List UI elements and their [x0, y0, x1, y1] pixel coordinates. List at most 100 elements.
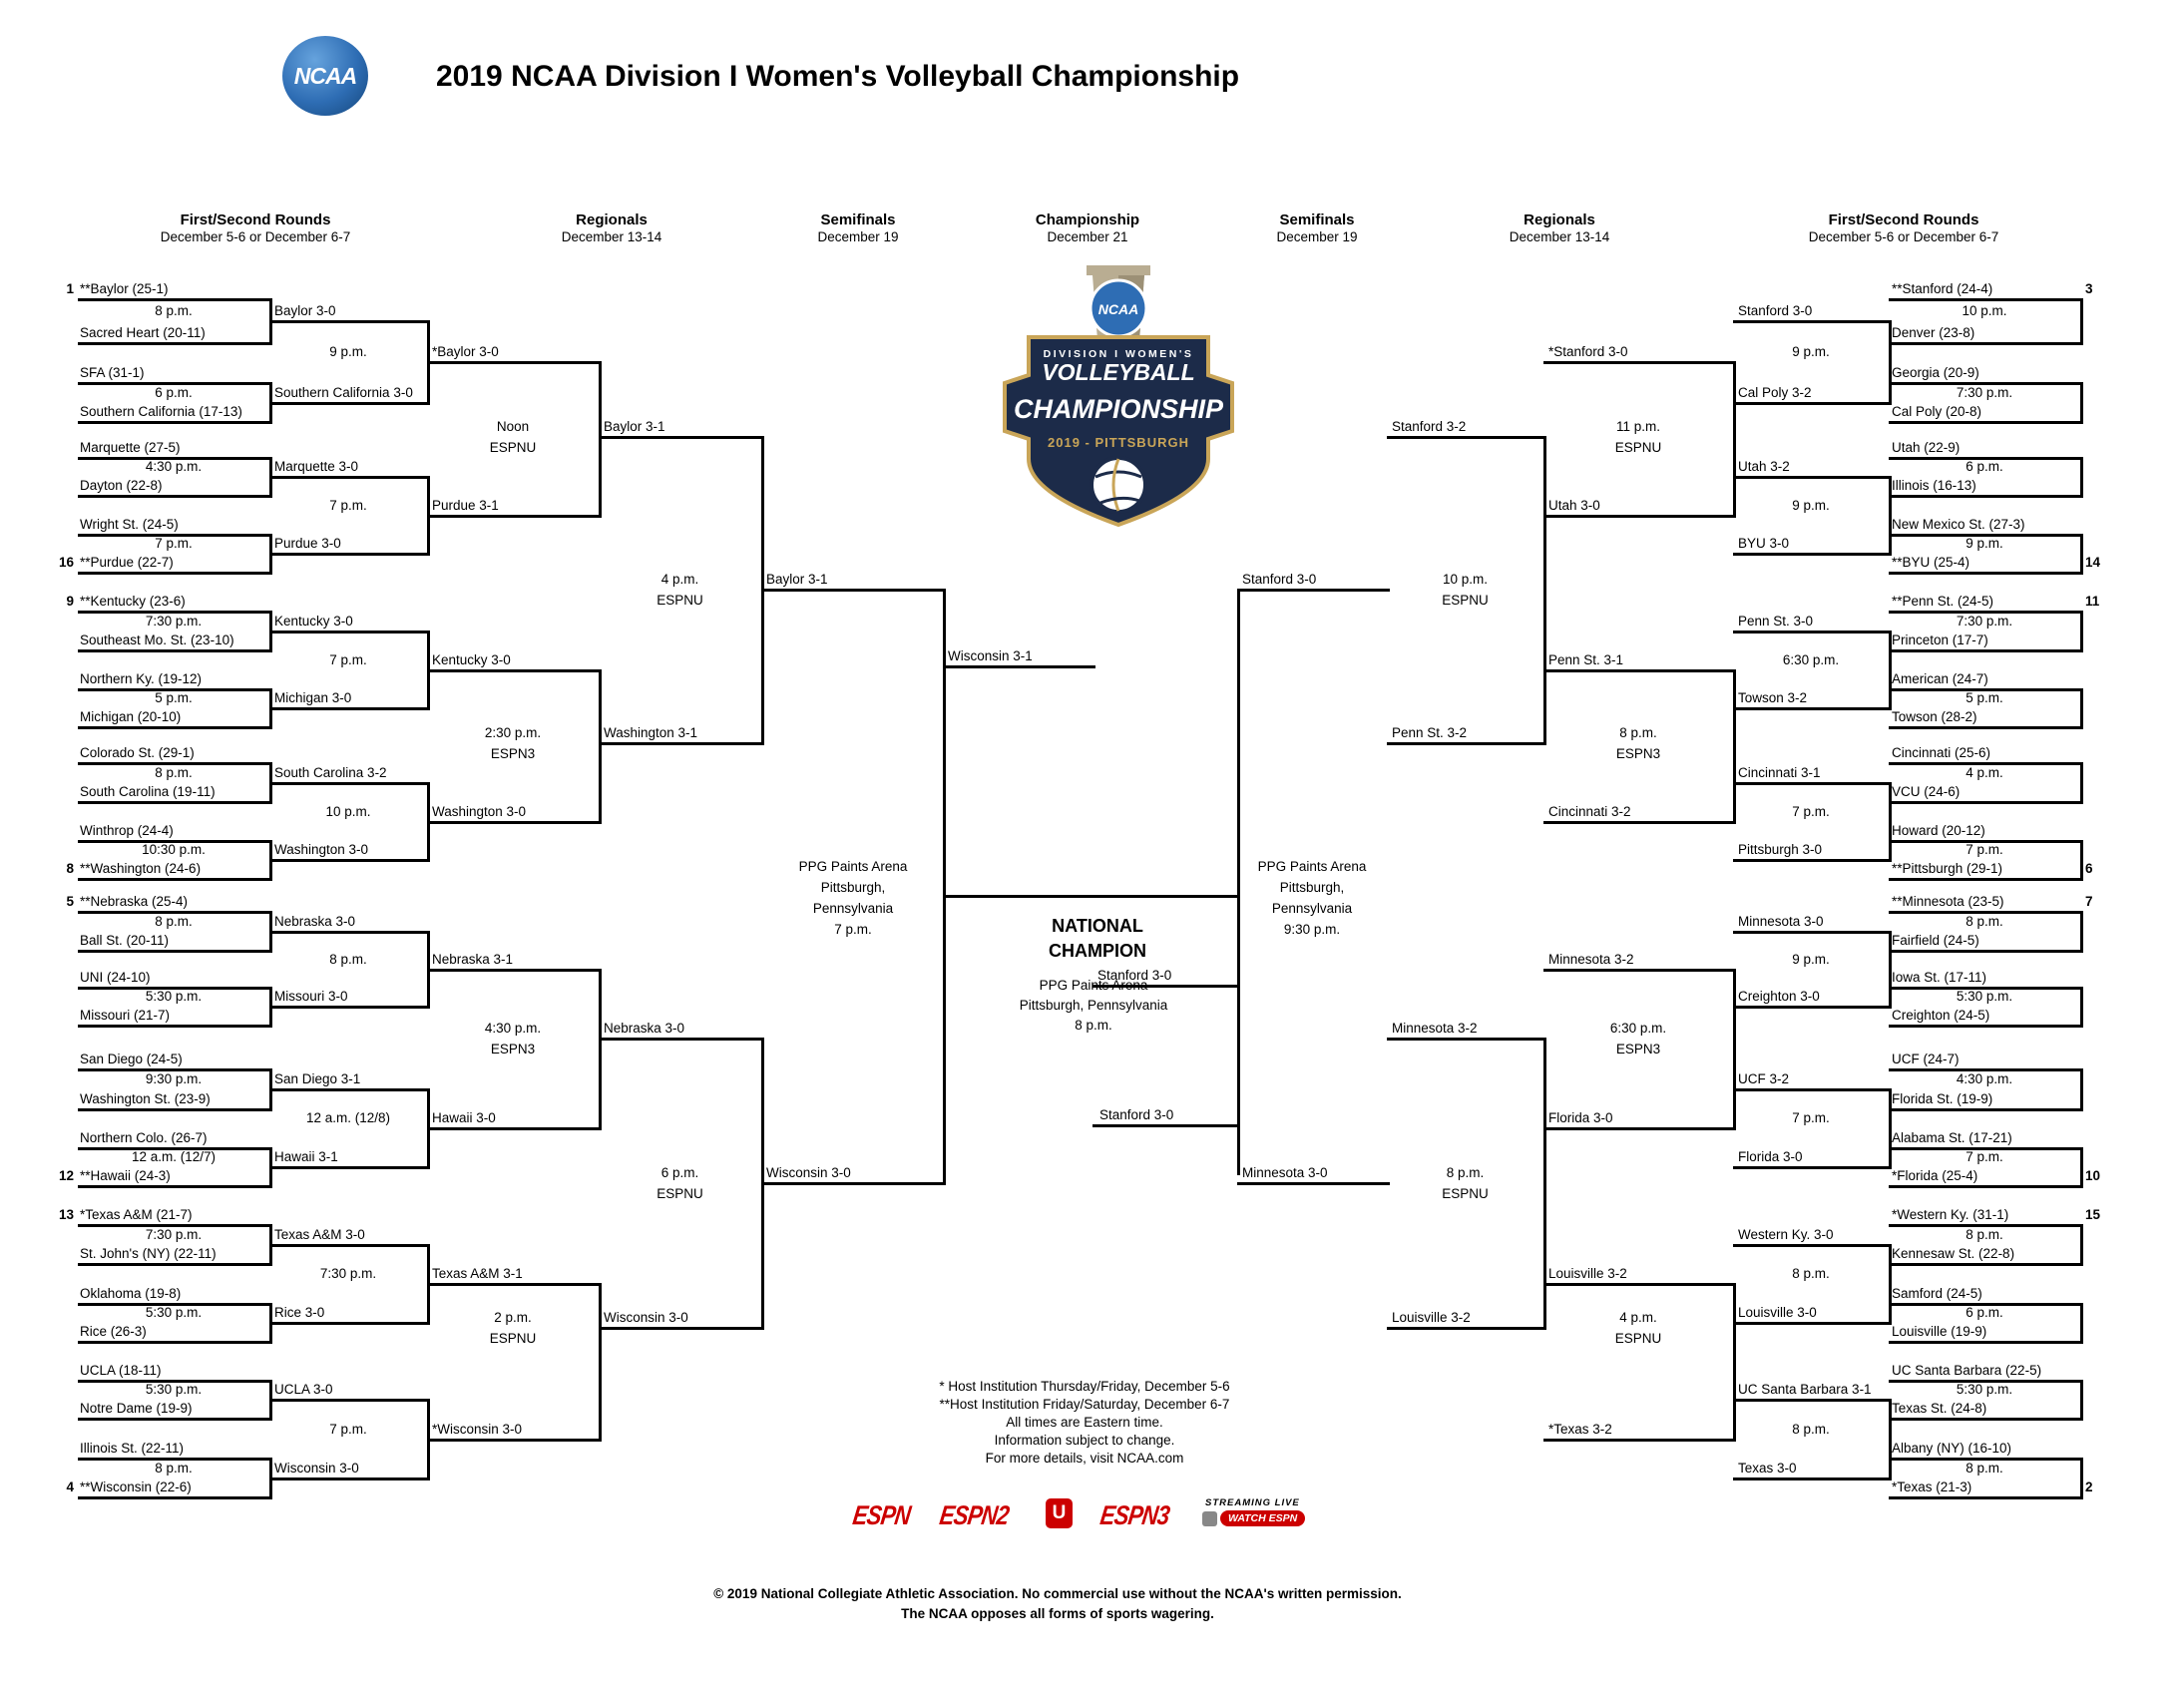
crest-yearcity-text: 2019 - PITTSBURGH: [1048, 435, 1189, 450]
match-connector: [2080, 534, 2083, 575]
match-time-label: 8 p.m.: [1966, 1461, 2003, 1476]
match-network-label: ESPNU: [1614, 1331, 1662, 1346]
espn-logo: ESPN: [850, 1500, 913, 1530]
match-connector: [599, 361, 602, 518]
seed-label: 3: [2085, 281, 2093, 296]
match-network-label: ESPNU: [1442, 593, 1489, 608]
winner-line: [1543, 669, 1736, 672]
match-time-label: 7 p.m.: [155, 536, 193, 551]
seed-label: 6: [2085, 861, 2093, 876]
copyright-line1: © 2019 National Collegiate Athletic Asso…: [713, 1586, 1402, 1601]
column-date-regionals-left: December 13-14: [561, 229, 662, 244]
winner-label: Purdue 3-1: [432, 498, 499, 513]
seed-label: 15: [2085, 1207, 2101, 1222]
page-title: 2019 NCAA Division I Women's Volleyball …: [436, 60, 1240, 93]
match-time-label: 5:30 p.m.: [145, 989, 203, 1004]
match-connector: [1733, 969, 1736, 1130]
match-time-label: 7:30 p.m.: [1956, 614, 2013, 629]
team-label: *Florida (25-4): [1892, 1168, 1978, 1183]
team-line: [1889, 950, 2083, 953]
winner-label: Louisville 3-0: [1738, 1305, 1817, 1320]
winner-label: *Wisconsin 3-0: [432, 1422, 523, 1437]
match-connector: [2080, 840, 2083, 881]
winner-line: [269, 707, 430, 710]
column-header-semifinals-right: Semifinals: [1279, 211, 1355, 228]
team-line: [1889, 1025, 2083, 1028]
volleyball-seam-2: [1111, 458, 1120, 512]
match-connector: [2080, 762, 2083, 804]
winner-line: [1733, 631, 1892, 633]
champion-line: [1092, 1124, 1240, 1127]
match-time-label: 8 p.m.: [329, 952, 367, 967]
team-label: Rice (26-3): [80, 1324, 147, 1339]
match-time-label: 8 p.m.: [1619, 725, 1657, 740]
match-time-label: 7:30 p.m.: [319, 1266, 377, 1281]
winner-line: [427, 669, 602, 672]
team-label: Ball St. (20-11): [80, 933, 170, 948]
semifinal-left-venue-line3: Pennsylvania: [812, 901, 894, 916]
winner-line: [599, 436, 764, 439]
match-connector: [2080, 611, 2083, 652]
team-label: Kennesaw St. (22-8): [1892, 1246, 2015, 1261]
match-time-label: 6 p.m.: [1966, 459, 2003, 474]
team-label: *Texas A&M (21-7): [80, 1207, 193, 1222]
team-label: **Pittsburgh (29-1): [1892, 861, 2003, 876]
winner-line: [427, 515, 602, 518]
team-label: Princeton (17-7): [1892, 633, 1988, 647]
winner-label: Florida 3-0: [1738, 1149, 1803, 1164]
match-time-label: 7 p.m.: [1966, 1149, 2003, 1164]
winner-label: Wisconsin 3-0: [604, 1310, 688, 1325]
team-label: Southeast Mo. St. (23-10): [80, 633, 234, 647]
match-time-label: 9:30 p.m.: [145, 1071, 203, 1086]
team-label: **Purdue (22-7): [80, 555, 174, 570]
match-time-label: 4 p.m.: [1966, 765, 2003, 780]
winner-line: [1543, 1127, 1736, 1130]
team-line: [1889, 726, 2083, 729]
team-label: UCF (24-7): [1892, 1052, 1960, 1066]
crest-event-text: CHAMPIONSHIP: [1014, 394, 1224, 424]
team-label: Georgia (20-9): [1892, 365, 1979, 380]
seed-label: 12: [58, 1168, 74, 1183]
winner-line: [427, 1283, 602, 1286]
match-time-label: 7 p.m.: [329, 652, 367, 667]
match-time-label: 4 p.m.: [660, 572, 699, 587]
semifinal-right-venue-line3: Pennsylvania: [1271, 901, 1353, 916]
match-time-label: 4:30 p.m.: [484, 1021, 542, 1036]
winner-label: Nebraska 3-1: [432, 952, 514, 967]
winner-label: BYU 3-0: [1738, 536, 1790, 551]
team-line: [1889, 1418, 2083, 1421]
match-time-label: 5:30 p.m.: [1956, 989, 2013, 1004]
semifinal-winner-line: [943, 665, 1095, 668]
match-connector: [1889, 476, 1892, 556]
team-line: [78, 1068, 272, 1071]
match-connector: [599, 669, 602, 824]
winner-line: [1543, 515, 1736, 518]
team-line: [78, 840, 272, 843]
winner-line: [269, 782, 430, 785]
team-label: Illinois St. (22-11): [80, 1441, 185, 1456]
match-network-label: ESPNU: [1614, 440, 1662, 455]
watch-espn-icon: [1202, 1510, 1217, 1526]
match-connector: [2080, 1303, 2083, 1344]
winner-label: Texas 3-0: [1738, 1461, 1797, 1476]
match-time-label: 7 p.m.: [329, 498, 367, 513]
match-connector: [2080, 1147, 2083, 1188]
match-connector: [2080, 1458, 2083, 1499]
winner-label: Louisville 3-2: [1548, 1266, 1627, 1281]
match-time-label: 8 p.m.: [1446, 1165, 1485, 1180]
regional-champion-label: Stanford 3-0: [1242, 572, 1317, 587]
team-line: [78, 1108, 272, 1111]
crest-division-text: DIVISION I WOMEN'S: [1044, 348, 1194, 360]
footnote-host-double: **Host Institution Friday/Saturday, Dece…: [939, 1397, 1230, 1412]
match-time-label: 8 p.m.: [155, 303, 193, 318]
espn2-logo: ESPN2: [937, 1500, 1011, 1530]
team-line: [1889, 878, 2083, 881]
winner-line: [427, 361, 602, 364]
winner-line: [1733, 1166, 1892, 1169]
match-time-label: 7 p.m.: [1792, 804, 1830, 819]
winner-label: Washington 3-0: [432, 804, 527, 819]
team-label: **Penn St. (24-5): [1892, 594, 1994, 609]
match-time-label: 8 p.m.: [1966, 1227, 2003, 1242]
winner-label: Southern California 3-0: [274, 385, 413, 400]
national-champion-heading-line1: NATIONAL: [1052, 916, 1143, 936]
